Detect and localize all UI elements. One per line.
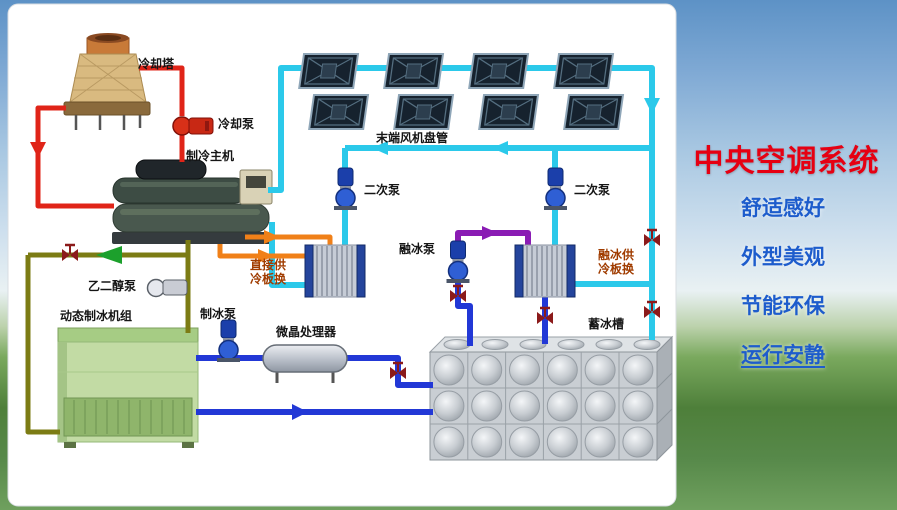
- ice-storage-tank: [428, 335, 674, 462]
- flow-arrow-left-icon: [492, 141, 508, 155]
- sidebar: 中央空调系统 舒适感好 外型美观 节能环保 运行安静: [676, 0, 897, 510]
- cooling-tower: [63, 33, 151, 130]
- feature-energy: 节能环保: [741, 295, 825, 318]
- flow-arrow-right-icon: [264, 230, 280, 244]
- crystal-processor: [262, 344, 348, 383]
- cooling-pump: [172, 116, 214, 136]
- flow-arrow-down-icon: [644, 98, 660, 114]
- flow-arrow-right-icon: [482, 226, 498, 240]
- flow-arrow-down-icon: [30, 142, 46, 158]
- flow-arrow-left-icon: [96, 246, 122, 264]
- flow-arrows: [30, 98, 660, 420]
- plate-hx-melt: [514, 244, 576, 298]
- feature-quiet: 运行安静: [741, 344, 825, 367]
- pipes-chilled-water: [268, 65, 655, 340]
- ice-machine: [57, 327, 199, 448]
- plate-hx-direct: [304, 244, 366, 298]
- feature-comfort: 舒适感好: [741, 197, 825, 220]
- glycol-pump: [146, 278, 188, 298]
- flow-arrow-left-icon: [372, 141, 388, 155]
- feature-appearance: 外型美观: [741, 246, 825, 269]
- page-title: 中央空调系统: [693, 145, 880, 178]
- flow-arrow-right-icon: [258, 249, 274, 263]
- chiller-unit: [112, 159, 273, 244]
- feature-list: 舒适感好 外型美观 节能环保 运行安静: [741, 192, 825, 369]
- flow-arrow-right-icon: [292, 404, 308, 420]
